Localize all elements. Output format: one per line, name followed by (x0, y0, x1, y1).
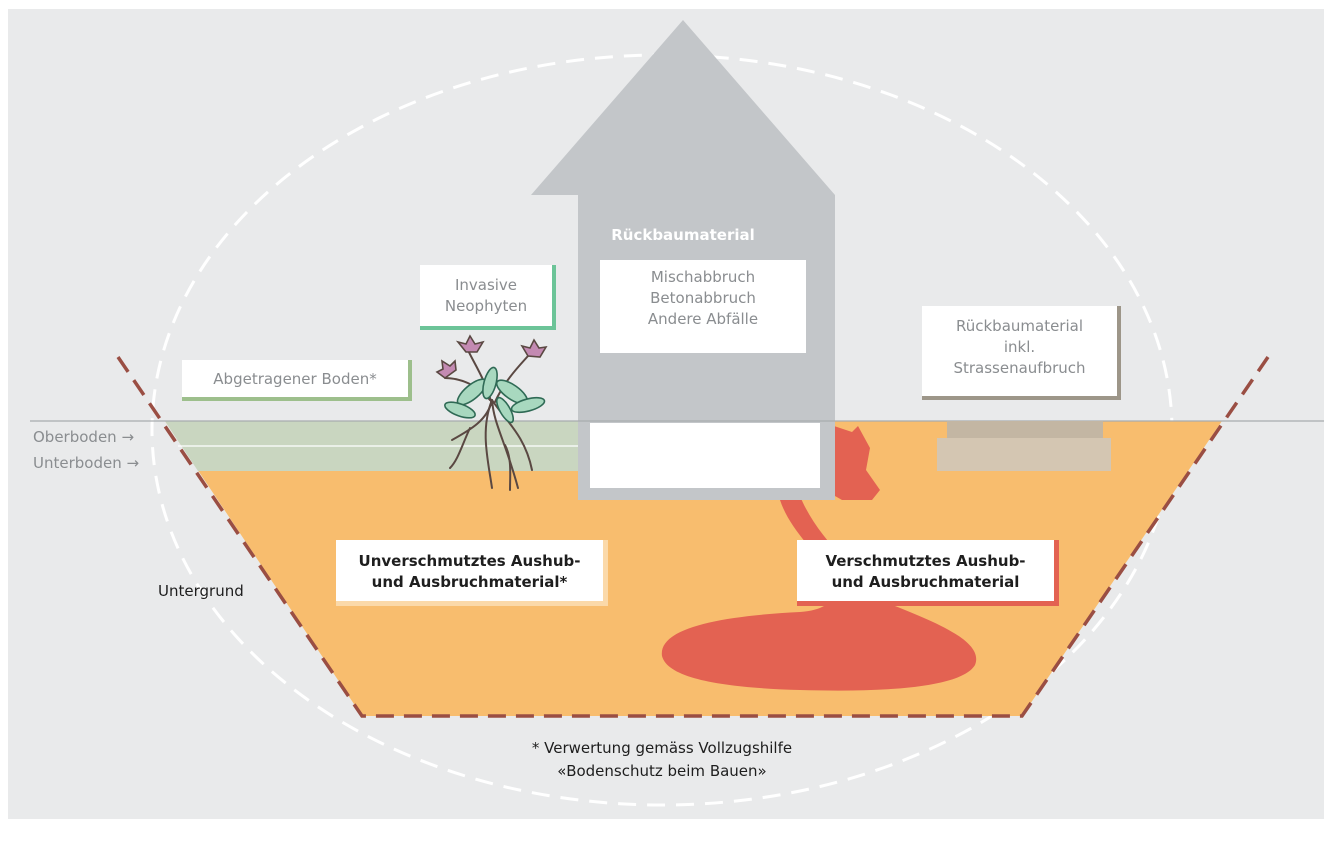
strasse-label: Rückbaumaterial inkl. Strassenaufbruch (922, 306, 1121, 400)
road-block-top (947, 421, 1103, 438)
strasse-line-1: Rückbaumaterial (955, 317, 1084, 335)
unterboden-label: Unterboden → (33, 454, 140, 472)
oberboden-label: Oberboden → (33, 428, 135, 446)
verschmutzt-label: Verschmutztes Aushub- und Ausbruchmateri… (797, 540, 1059, 606)
building-basement (590, 423, 820, 488)
rueckbau-line-3: Andere Abfälle (647, 310, 759, 328)
rueckbau-label-box: Mischabbruch Betonabbruch Andere Abfälle (600, 260, 806, 353)
footnote-line-2: «Bodenschutz beim Bauen» (557, 762, 767, 780)
verschmutzt-line-2: und Ausbruchmaterial (831, 573, 1020, 591)
unverschmutzt-line-2: und Ausbruchmaterial* (371, 573, 568, 591)
footnote-line-1: * Verwertung gemäss Vollzugshilfe (531, 739, 793, 757)
abgetragener-boden-text: Abgetragener Boden* (213, 370, 377, 388)
untergrund-label: Untergrund (158, 582, 244, 600)
rueckbau-line-1: Mischabbruch (650, 268, 756, 286)
footnote: * Verwertung gemäss Vollzugshilfe «Boden… (512, 737, 812, 783)
abgetragener-boden-label: Abgetragener Boden* (182, 360, 412, 401)
neophyten-line-1: Invasive (454, 276, 518, 294)
rueckbau-title: Rückbaumaterial (611, 226, 755, 244)
strasse-line-3: Strassenaufbruch (953, 359, 1086, 377)
neophyten-label: Invasive Neophyten (420, 265, 556, 330)
neophyte-plant-icon (435, 334, 548, 491)
rueckbau-line-2: Betonabbruch (650, 289, 756, 307)
road-block-bottom (937, 438, 1111, 471)
strasse-line-2: inkl. (1003, 338, 1036, 356)
pit-outline (116, 356, 1270, 718)
unverschmutzt-line-1: Unverschmutztes Aushub- (358, 552, 581, 570)
verschmutzt-line-1: Verschmutztes Aushub- (825, 552, 1026, 570)
neophyten-line-2: Neophyten (444, 297, 528, 315)
unverschmutzt-label: Unverschmutztes Aushub- und Ausbruchmate… (336, 540, 608, 606)
